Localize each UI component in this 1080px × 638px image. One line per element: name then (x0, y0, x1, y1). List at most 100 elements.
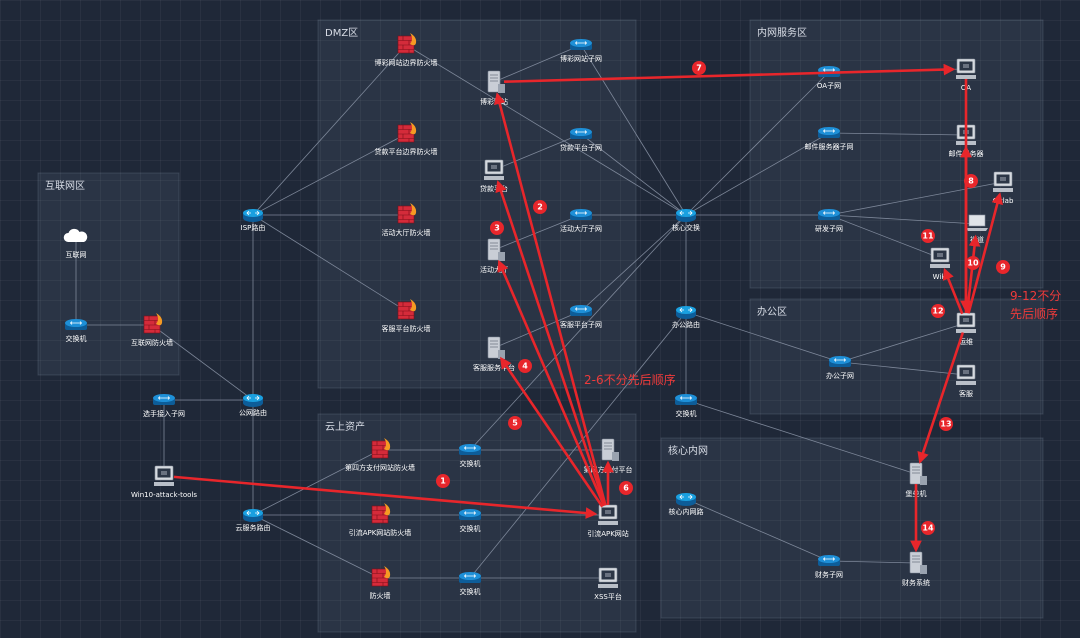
step-number: 11 (922, 232, 934, 241)
node-fin_subnet[interactable]: 财务子网 (815, 555, 843, 579)
link-cloud_router-fw3 (252, 514, 381, 579)
node-fw3[interactable]: 防火墙 (370, 566, 391, 600)
switch-arrows (822, 557, 836, 561)
router-top (243, 509, 263, 517)
switch-arrows (69, 321, 83, 325)
server-bays (912, 555, 920, 563)
node-mail_subnet[interactable]: 邮件服务器子网 (805, 127, 854, 151)
attack-arrow-3 (497, 259, 606, 507)
step-badge-5: 5 (508, 416, 522, 430)
pc-screen (959, 367, 973, 377)
node-label: ISP路由 (241, 223, 266, 232)
server-bays (490, 340, 498, 348)
pc-icon (484, 159, 504, 180)
laptop-keyboard (966, 228, 988, 231)
link-loan_subnet-loan_platform (493, 133, 582, 171)
switch-icon (459, 509, 481, 520)
node-core_switch[interactable]: 核心交换 (672, 209, 700, 232)
node-gamb_fw[interactable]: 博彩网站边界防火墙 (375, 33, 438, 67)
node-loan_subnet[interactable]: 贷款平台子网 (560, 128, 602, 152)
node-internet_cloud[interactable]: 互联网 (63, 228, 88, 259)
firewall-bricks (372, 569, 388, 586)
node-gamb_site[interactable]: 博彩网站 (480, 70, 508, 106)
firewall-bricks (372, 441, 388, 458)
server-side-unit (920, 476, 927, 485)
node-label: 云服务路由 (236, 523, 271, 532)
attack-arrow-11 (942, 267, 964, 315)
node-cs_platform[interactable]: 客服服务平台 (473, 336, 515, 372)
node-inet_switch[interactable]: 交换机 (65, 319, 87, 343)
pc-screen-text (937, 253, 943, 257)
node-inet_fw[interactable]: 互联网防火墙 (131, 313, 173, 347)
switch-icon (818, 127, 840, 138)
node-label: 防火墙 (370, 591, 391, 600)
node-pay_fw[interactable]: 第四方支付网站防火墙 (345, 438, 415, 472)
node-player_subnet[interactable]: 选手接入子网 (143, 394, 185, 418)
server-bays (490, 242, 498, 250)
node-core_inner_router[interactable]: 核心内网路 (669, 493, 704, 516)
link-event_subnet-event_hall (493, 214, 582, 251)
node-label: 财务子网 (815, 570, 843, 579)
node-dev_subnet[interactable]: 研发子网 (815, 209, 843, 233)
router-icon (243, 209, 263, 222)
node-event_hall[interactable]: 活动大厅 (480, 238, 508, 274)
server-icon (487, 238, 505, 261)
node-cs_pc[interactable]: 客服 (956, 364, 976, 398)
router-arrows (246, 395, 260, 401)
node-ops[interactable]: 运维 (956, 312, 976, 346)
link-cs_subnet-cs_platform (493, 310, 582, 349)
node-loan_fw[interactable]: 贷款平台边界防火墙 (375, 122, 438, 156)
node-label: 交换机 (460, 459, 481, 468)
node-loan_platform[interactable]: 贷款平台 (480, 159, 508, 193)
node-core_sw2[interactable]: 交换机 (675, 394, 697, 418)
node-xss_platform[interactable]: XSS平台 (594, 567, 622, 601)
node-cloud_router[interactable]: 云服务路由 (236, 509, 271, 532)
node-gitlab[interactable]: Gitlab (993, 171, 1014, 205)
firewall-bricks (398, 302, 414, 319)
step-circle (436, 474, 450, 488)
pc-screen (933, 250, 947, 260)
pc-screen (157, 468, 171, 478)
node-gamb_subnet[interactable]: 博彩网站子网 (560, 39, 602, 63)
node-label: 互联网防火墙 (131, 338, 173, 347)
node-apk_fw[interactable]: 引流APK网站防火墙 (349, 503, 412, 537)
node-event_fw[interactable]: 活动大厅防火墙 (382, 203, 431, 237)
node-office_router[interactable]: 办公路由 (672, 306, 700, 329)
node-xss_sw[interactable]: 交换机 (459, 572, 481, 596)
step-circle (692, 61, 706, 75)
node-pay_sw[interactable]: 交换机 (459, 444, 481, 468)
switch-icon (829, 356, 851, 367)
node-label: 贷款平台边界防火墙 (375, 147, 438, 156)
node-win10[interactable]: Win10-attack-tools (131, 465, 197, 499)
node-public_router[interactable]: 公网路由 (239, 394, 267, 417)
node-wiki[interactable]: Wiki (930, 247, 950, 281)
switch-icon (459, 572, 481, 583)
switch-icon (675, 394, 697, 405)
node-cs_subnet[interactable]: 客服平台子网 (560, 305, 602, 329)
node-office_subnet[interactable]: 办公子网 (826, 356, 854, 380)
pc-base (154, 482, 174, 486)
node-label: 引流APK网站防火墙 (349, 528, 412, 537)
switch-icon (65, 319, 87, 330)
server-tower (487, 336, 501, 359)
step-number: 4 (522, 362, 528, 371)
server-side-unit (612, 452, 619, 461)
node-apk_sw[interactable]: 交换机 (459, 509, 481, 533)
nodes-layer: 互联网交换机互联网防火墙ISP路由公网路由选手接入子网Win10-attack-… (63, 33, 1014, 601)
node-event_subnet[interactable]: 活动大厅子网 (560, 209, 602, 233)
node-label: 贷款平台 (480, 184, 508, 193)
node-isp_router[interactable]: ISP路由 (241, 209, 266, 232)
step-number: 12 (932, 307, 943, 316)
node-cs_fw[interactable]: 客服平台防火墙 (382, 299, 431, 333)
zone-internet-box (37, 172, 180, 376)
node-label: 博彩网站边界防火墙 (375, 58, 438, 67)
firewall-flame (410, 33, 417, 46)
link-cloud_router-pay_fw (252, 449, 381, 516)
pc-screen-text (963, 370, 969, 374)
pc-screen (601, 507, 615, 517)
pc-screen-text (1000, 177, 1006, 181)
firewall-flame (410, 122, 417, 135)
server-side-unit (498, 252, 505, 261)
server-icon (487, 70, 505, 93)
